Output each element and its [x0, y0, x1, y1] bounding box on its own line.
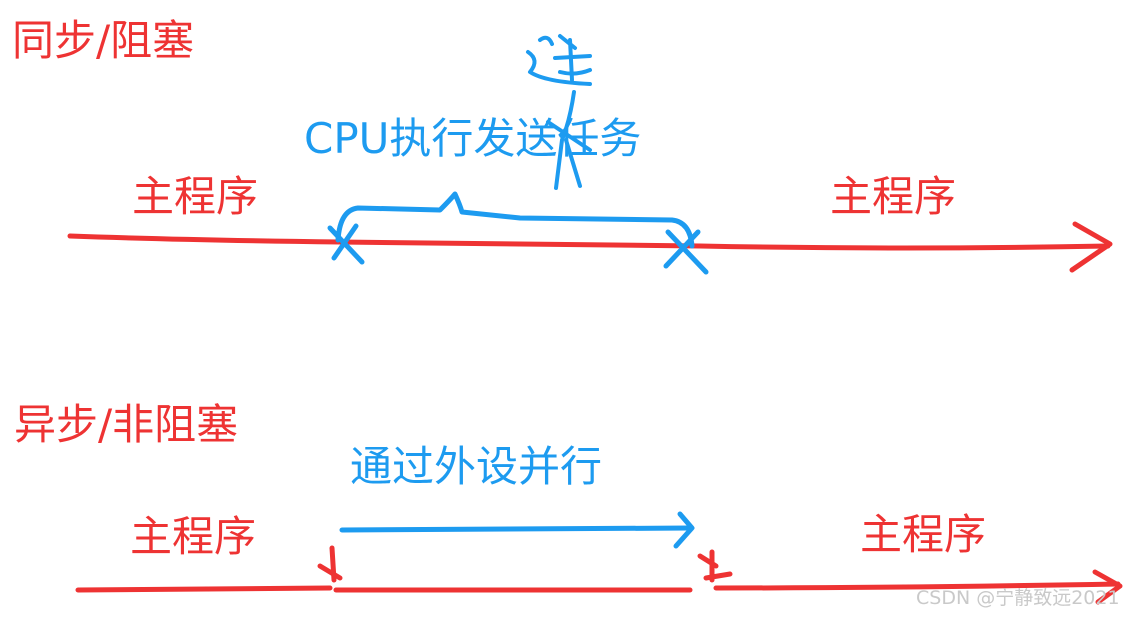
async-peripheral-label: 通过外设并行 [350, 442, 603, 491]
async-peripheral-arrowhead [673, 511, 695, 549]
sync-end-marker [663, 229, 709, 275]
sync-blocking-bracket [335, 191, 695, 249]
sync-main-program-right: 主程序 [830, 172, 957, 221]
async-main-timeline-left [75, 585, 333, 593]
async-start-marker [317, 545, 343, 583]
handwritten-annotation-mark [526, 34, 592, 190]
sync-start-marker [327, 223, 365, 265]
async-end-marker [697, 549, 733, 583]
async-main-timeline-right [713, 581, 1121, 591]
sync-timeline-arrowhead [1069, 221, 1113, 273]
async-title: 异步/非阻塞 [14, 400, 239, 449]
async-main-program-right: 主程序 [860, 510, 987, 559]
async-peripheral-arrow [339, 525, 693, 533]
sync-cpu-task-label: CPU执行发送任务 [304, 114, 642, 163]
watermark: CSDN @宁静致远2021 [916, 587, 1120, 609]
sync-main-timeline [67, 233, 1111, 251]
async-timeline-arrowhead [1092, 569, 1123, 605]
sync-title: 同步/阻塞 [12, 16, 195, 65]
sync-main-program-left: 主程序 [132, 172, 259, 221]
async-main-program-left: 主程序 [130, 512, 257, 561]
